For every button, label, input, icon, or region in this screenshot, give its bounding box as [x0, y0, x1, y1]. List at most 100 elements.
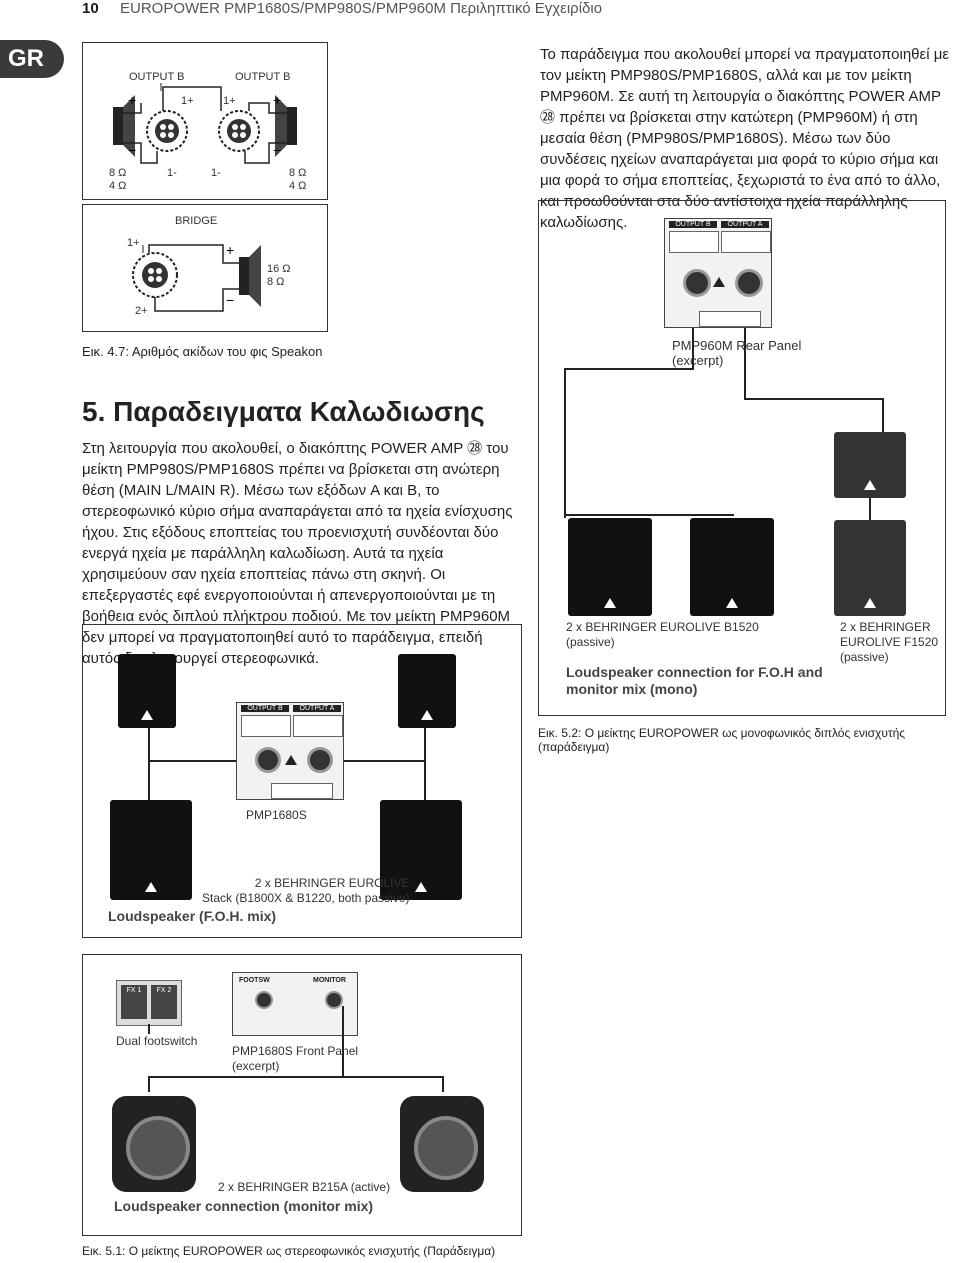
- fig-5-2-diagram: [538, 200, 946, 716]
- warning-icon: [285, 755, 297, 765]
- svg-text:+: +: [226, 242, 234, 258]
- speakon-plug-right-icon: [218, 110, 260, 152]
- svg-text:+: +: [273, 92, 281, 108]
- b215a-monitor-right: [400, 1096, 484, 1192]
- woofer-icon: [414, 1116, 478, 1180]
- monitor-label: MONITOR: [313, 977, 346, 984]
- min-load-table: [699, 311, 761, 327]
- b1520-speaker-left: [568, 518, 652, 616]
- intro-paragraph: Το παράδειγμα που ακολουθεί μπορεί να πρ…: [540, 46, 950, 231]
- pmp960m-rear-panel-label: PMP960M Rear Panel (excerpt): [672, 338, 802, 368]
- speakon-jack-b-icon: [255, 747, 281, 773]
- output-b-label-left: OUTPUT B: [129, 71, 185, 83]
- logo-icon: [864, 598, 876, 608]
- pmp1680s-label: PMP1680S: [246, 808, 307, 822]
- spec-table-b: [669, 231, 719, 253]
- svg-text:−: −: [128, 142, 136, 158]
- woofer-icon: [126, 1116, 190, 1180]
- speakon-plug-bridge-icon: [132, 252, 178, 298]
- cable-right-h: [344, 760, 426, 762]
- speaker-icon-bridge: [239, 245, 261, 307]
- page-header-title: EUROPOWER PMP1680S/PMP980S/PMP960M Περιλ…: [120, 0, 603, 17]
- pin-1minus-right: 1-: [211, 167, 221, 179]
- fig-5-2-caption: Εικ. 5.2: Ο μείκτης EUROPOWER ως μονοφων…: [538, 726, 906, 754]
- bridge-impedance: 16 Ω 8 Ω: [267, 263, 291, 288]
- language-tab: GR: [0, 40, 64, 78]
- fig-5-1-diagram: [82, 624, 522, 938]
- cable-monitor-right: [442, 1076, 444, 1092]
- logo-icon: [145, 882, 157, 892]
- monitor-connection-title: Loudspeaker connection (monitor mix): [114, 1198, 374, 1214]
- spec-table-a: [293, 715, 343, 737]
- speakon-jack-a-icon: [735, 269, 763, 297]
- logo-icon: [726, 598, 738, 608]
- fx1-pedal: FX 1: [121, 985, 147, 1019]
- dual-footswitch: FX 1 FX 2: [116, 980, 182, 1026]
- svg-text:−: −: [226, 292, 234, 308]
- speakon-wiring-svg: + − + −: [113, 83, 297, 164]
- footswitch-jack-icon: [255, 991, 273, 1009]
- spec-table-b: [241, 715, 291, 737]
- output-a-header: OUTPUT A: [293, 705, 341, 712]
- fx1-label: FX 1: [126, 987, 142, 994]
- cable-left-h: [148, 760, 236, 762]
- output-b-label-right: OUTPUT B: [235, 71, 291, 83]
- warning-icon: [713, 277, 725, 287]
- pin-1minus-left: 1-: [167, 167, 177, 179]
- f1520-monitor-bottom: [834, 520, 906, 616]
- impedance-right: 8 Ω 4 Ω: [289, 167, 307, 192]
- footsw-label: FOOTSW: [239, 977, 270, 984]
- speakon-jack-a-icon: [307, 747, 333, 773]
- speakon-jack-b-icon: [683, 269, 711, 297]
- logo-icon: [604, 598, 616, 608]
- cable-a-horizontal: [744, 398, 884, 400]
- fig-5-2-connection-title: Loudspeaker connection for F.O.H and mon…: [566, 664, 823, 697]
- output-b-header: OUTPUT B: [669, 221, 717, 228]
- section-body: Στη λειτουργία που ακολουθεί, ο διακόπτη…: [82, 440, 513, 667]
- dual-footswitch-label: Dual footswitch: [116, 1034, 198, 1048]
- pin-1plus-right: 1+: [223, 95, 236, 107]
- bridge-label: BRIDGE: [175, 215, 218, 227]
- min-load-table: [271, 783, 333, 799]
- cable-left-vert: [148, 728, 150, 800]
- b1520-label: 2 x BEHRINGER EUROLIVE B1520 (passive): [566, 620, 759, 649]
- speaker-icon-right: [275, 95, 297, 157]
- svg-text:+: +: [128, 92, 136, 108]
- svg-text:−: −: [273, 142, 281, 158]
- b215a-monitor-left: [112, 1096, 196, 1192]
- speakon-bridge-diagram: BRIDGE 1+ 2+ 16 Ω 8 Ω + −: [82, 204, 328, 332]
- logo-icon: [141, 710, 153, 720]
- page-number: 10: [82, 0, 99, 17]
- cable-b-horizontal: [564, 368, 694, 370]
- bridge-pin-1plus: 1+: [127, 237, 140, 249]
- speaker-icon-left: [113, 95, 135, 157]
- cable-a-down: [882, 398, 884, 434]
- b1520-speaker-right: [690, 518, 774, 616]
- cable-monitor-h: [148, 1076, 442, 1078]
- fig-5-1-caption: Εικ. 5.1: Ο μείκτης EUROPOWER ως στερεοφ…: [82, 1244, 496, 1258]
- section-heading: 5. Παραδειγματα Καλωδιωσης: [82, 396, 485, 427]
- f1520-monitor-top: [834, 432, 906, 498]
- cable-b-down: [564, 368, 566, 518]
- cable-footswitch: [148, 1024, 150, 1034]
- foh-connection-title: Loudspeaker (F.O.H. mix): [108, 908, 277, 924]
- speakon-pin-diagram-top: OUTPUT B OUTPUT B 1+ 1+ 1- 1- 8 Ω 4 Ω 8 …: [82, 42, 328, 200]
- cable-a-vertical: [744, 328, 746, 398]
- foh-top-speaker-left: [118, 654, 176, 728]
- cable-monitor-link: [869, 498, 871, 520]
- fig-4-7-caption: Εικ. 4.7: Αριθμός ακίδων του φις Speakon: [82, 344, 323, 359]
- cable-right-vert: [424, 728, 426, 800]
- cable-b-link: [564, 514, 734, 516]
- pin-1plus-left: 1+: [181, 95, 194, 107]
- output-a-header: OUTPUT A: [721, 221, 769, 228]
- cable-monitor-down: [342, 1006, 344, 1076]
- fx2-label: FX 2: [156, 987, 172, 994]
- speakon-plug-left-icon: [146, 110, 188, 152]
- pmp1680s-front-panel: FOOTSW MONITOR: [232, 972, 358, 1036]
- foh-sub-left: [110, 800, 192, 900]
- cable-b-vertical: [692, 328, 694, 368]
- bridge-pin-2plus: 2+: [135, 305, 148, 317]
- logo-icon: [421, 710, 433, 720]
- f1520-label: 2 x BEHRINGER EUROLIVE F1520 (passive): [840, 620, 939, 664]
- b215a-label: 2 x BEHRINGER B215A (active): [218, 1180, 391, 1194]
